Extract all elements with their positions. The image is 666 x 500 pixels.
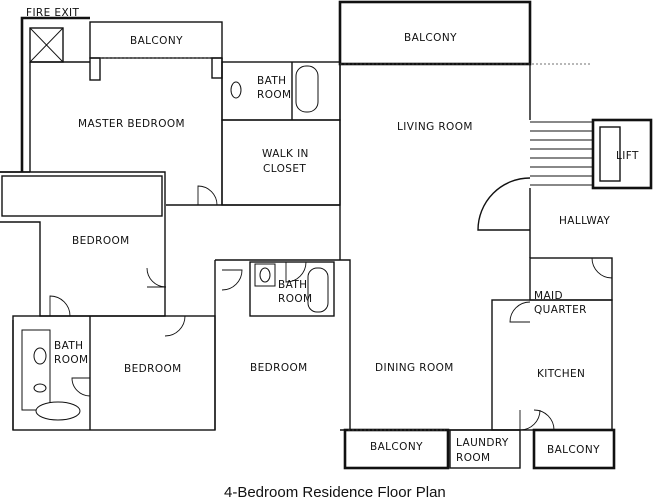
label-bath-master-2: ROOM — [257, 89, 291, 101]
fixtures — [21, 65, 329, 421]
label-bath-center-1: BATH — [278, 279, 307, 291]
label-bath-southwest-1: BATH — [54, 340, 83, 352]
label-bath-master-1: BATH — [257, 75, 286, 87]
label-kitchen: KITCHEN — [537, 368, 585, 380]
room-labels: FIRE EXIT BALCONY MASTER BEDROOM BATH RO… — [26, 7, 639, 464]
label-bedroom-west: BEDROOM — [72, 235, 130, 247]
label-lift: LIFT — [616, 150, 639, 162]
label-bedroom-southwest: BEDROOM — [124, 363, 182, 375]
label-living-room: LIVING ROOM — [397, 121, 473, 133]
plan-title: 4-Bedroom Residence Floor Plan — [224, 484, 446, 500]
label-walk-in-2: CLOSET — [263, 163, 306, 175]
door-swings — [49, 177, 613, 431]
label-fire-exit: FIRE EXIT — [26, 7, 80, 19]
label-master-bedroom: MASTER BEDROOM — [78, 118, 185, 130]
walls — [0, 0, 653, 470]
label-walk-in-1: WALK IN — [262, 148, 309, 160]
label-bath-center-2: ROOM — [278, 293, 312, 305]
label-laundry-1: LAUNDRY — [456, 437, 509, 449]
label-balcony-living: BALCONY — [404, 32, 457, 44]
label-dining-room: DINING ROOM — [375, 362, 454, 374]
label-balcony-master: BALCONY — [130, 35, 183, 47]
label-bedroom-center: BEDROOM — [250, 362, 308, 374]
label-balcony-kitchen: BALCONY — [547, 444, 600, 456]
label-bath-southwest-2: ROOM — [54, 354, 88, 366]
windows — [100, 57, 590, 431]
label-laundry-2: ROOM — [456, 452, 490, 464]
label-maid-2: QUARTER — [534, 304, 587, 316]
label-maid-1: MAID — [534, 290, 563, 302]
label-balcony-dining: BALCONY — [370, 441, 423, 453]
stairs — [530, 121, 593, 186]
label-hallway: HALLWAY — [559, 215, 610, 227]
